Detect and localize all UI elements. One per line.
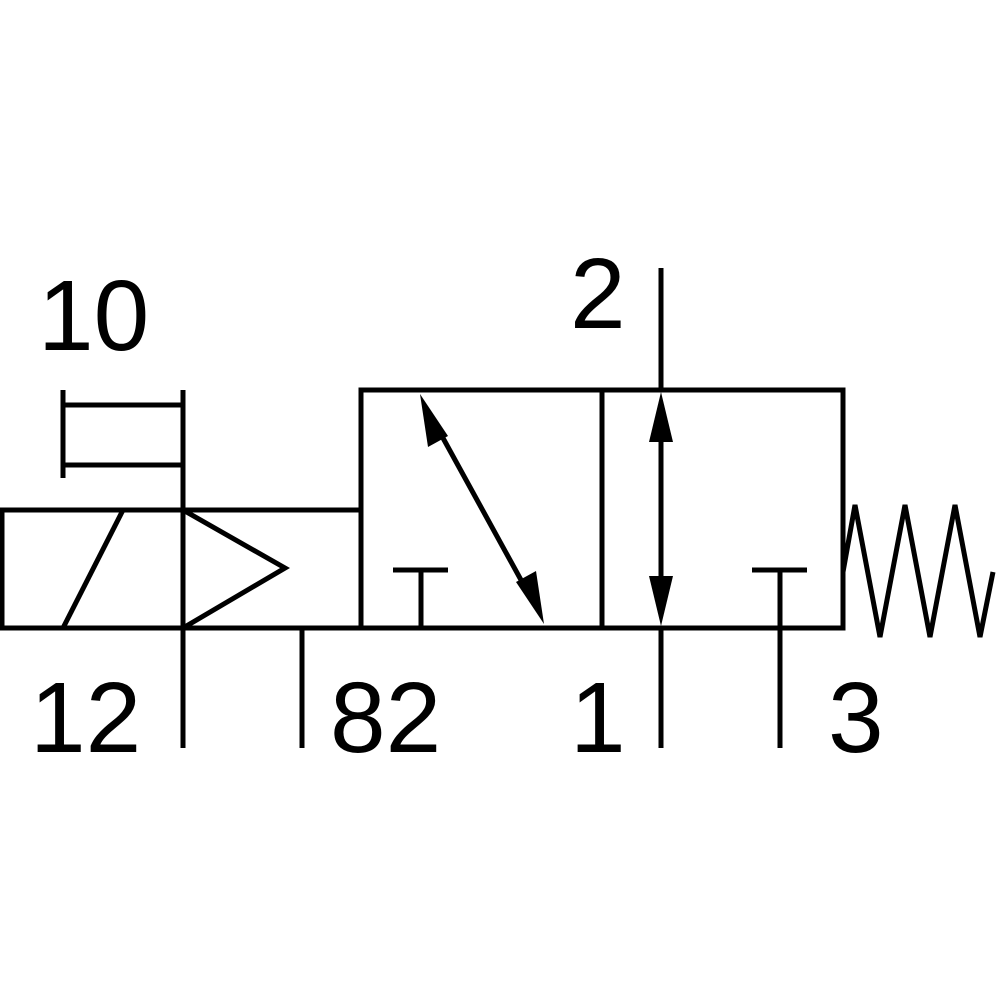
label-port-12: 12: [30, 662, 141, 774]
solenoid-actuator: [0, 507, 186, 631]
label-port-2: 2: [570, 238, 626, 350]
arrow-head-down: [649, 576, 673, 626]
arrow-head-bottom-left: [516, 571, 544, 624]
spring-return: [840, 504, 996, 638]
arrow-head-up: [649, 392, 673, 442]
label-port-82: 82: [330, 662, 441, 774]
label-port-3: 3: [828, 662, 884, 774]
arrow-head-top-left: [420, 394, 448, 447]
label-port-1: 1: [570, 662, 626, 774]
label-port-10: 10: [38, 260, 149, 372]
valve-position-left: [358, 387, 605, 631]
pilot-stage: [181, 507, 364, 631]
valve-position-right: [599, 387, 846, 631]
manual-override-symbol: [60, 390, 186, 510]
